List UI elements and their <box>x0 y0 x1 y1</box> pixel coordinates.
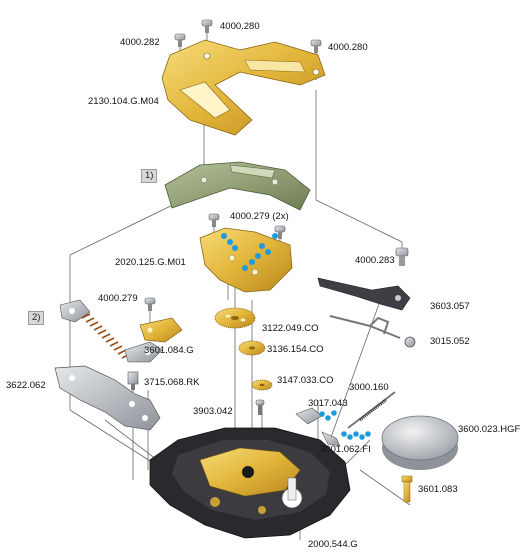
spring-assembly-part <box>59 299 163 363</box>
label-wheel-2: 3136.154.CO <box>267 344 324 355</box>
small-plate-part <box>139 317 183 343</box>
pinion-part <box>127 371 139 390</box>
label-screw-top-left: 4000.282 <box>120 37 160 48</box>
step-1-badge: 1) <box>141 169 158 183</box>
screw-icon <box>174 33 186 47</box>
label-small-spring: 3001.062.FI <box>320 444 371 455</box>
screw-icon <box>310 39 322 53</box>
screw-icon <box>208 213 220 227</box>
label-top-bridge: 2130.104.G.M04 <box>88 96 159 107</box>
step-2-badge: 2) <box>28 311 45 325</box>
label-bridge: 2020.125.G.M01 <box>115 257 186 268</box>
label-pinion: 3715.068.RK <box>144 377 200 388</box>
label-battery: 3600.023.HGF <box>458 424 521 435</box>
wheel-large <box>214 307 256 329</box>
highlight-dots <box>221 233 278 271</box>
label-lever-right: 3603.057 <box>430 301 470 312</box>
wheel-medium <box>238 340 266 356</box>
screw-icon <box>144 297 156 311</box>
wheel-small <box>251 379 273 391</box>
label-screw-left: 4000.279 <box>98 293 138 304</box>
label-axle: 3000.160 <box>349 382 389 393</box>
label-wheel-3: 3147.033.CO <box>277 375 334 386</box>
main-plate-part <box>149 427 351 539</box>
label-screw-center: 3903.042 <box>193 406 233 417</box>
screw-icon <box>395 247 409 266</box>
spring-lever-part <box>329 315 416 348</box>
label-screw-right: 4000.283 <box>355 255 395 266</box>
label-screw-top-mid: 4000.280 <box>220 21 260 32</box>
green-cover-part <box>164 161 311 211</box>
axle-part <box>347 391 396 429</box>
label-small-plate: 3601.084.G <box>144 345 194 356</box>
screw-icon <box>201 19 213 33</box>
small-spring-part <box>321 431 371 447</box>
clip-part <box>295 407 337 425</box>
label-wheel-1: 3122.049.CO <box>262 323 319 334</box>
top-bridge-part <box>161 39 326 136</box>
label-bridge-screws: 4000.279 (2x) <box>230 211 289 222</box>
label-clip: 3017.043 <box>308 398 348 409</box>
label-screw-top-right: 4000.280 <box>328 42 368 53</box>
steel-plate-part <box>54 365 161 431</box>
label-main-plate: 2000.544.G <box>308 539 358 550</box>
label-spring-lever: 3015.052 <box>430 336 470 347</box>
battery-icon <box>381 415 459 470</box>
screw-icon <box>255 399 265 415</box>
label-spring-part: 3622.062 <box>6 380 46 391</box>
lever-part <box>317 277 411 311</box>
screw-icon <box>274 225 286 239</box>
pin-part <box>401 475 413 503</box>
label-pin: 3601.083 <box>418 484 458 495</box>
bridge-part <box>199 227 293 293</box>
